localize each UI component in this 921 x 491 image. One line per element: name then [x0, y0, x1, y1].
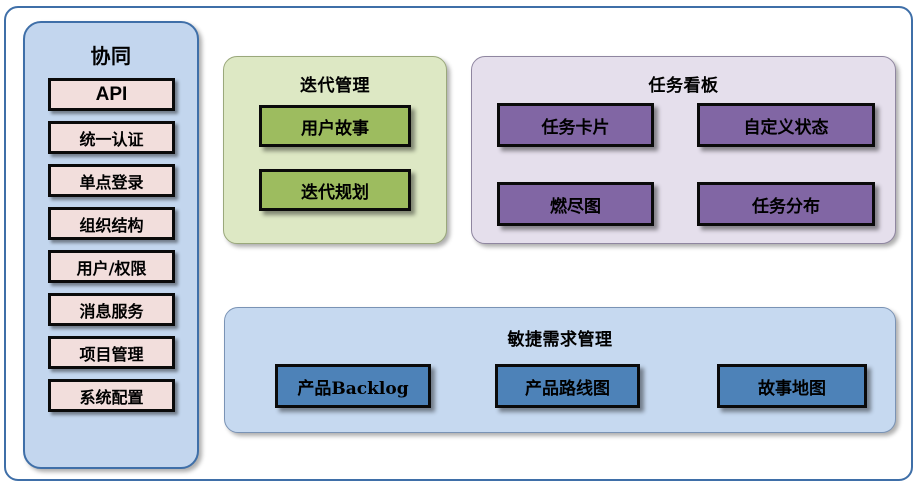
- sidebar-item-org-structure[interactable]: 组织结构: [48, 207, 175, 240]
- sidebar-title: 协同: [90, 46, 132, 68]
- sidebar-item-system-config[interactable]: 系统配置: [48, 379, 175, 412]
- iteration-management-panel: 迭代管理 用户故事 迭代规划: [223, 56, 447, 244]
- sidebar-item-message-service[interactable]: 消息服务: [48, 293, 175, 326]
- iteration-management-title: 迭代管理: [300, 76, 370, 95]
- iteration-item-iteration-planning[interactable]: 迭代规划: [259, 169, 411, 211]
- taskboard-item-burndown-chart[interactable]: 燃尽图: [497, 182, 654, 226]
- agile-item-story-map[interactable]: 故事地图: [717, 364, 867, 408]
- agile-requirement-management-panel: 敏捷需求管理 产品Backlog 产品路线图 故事地图: [224, 307, 896, 433]
- agile-item-product-backlog[interactable]: 产品Backlog: [275, 364, 431, 408]
- sidebar-item-unified-auth[interactable]: 统一认证: [48, 121, 175, 154]
- agile-item-product-roadmap[interactable]: 产品路线图: [495, 364, 640, 408]
- task-board-panel: 任务看板 任务卡片 自定义状态 燃尽图 任务分布: [471, 56, 896, 244]
- taskboard-item-task-card[interactable]: 任务卡片: [497, 103, 654, 147]
- sidebar-item-single-sign-on[interactable]: 单点登录: [48, 164, 175, 197]
- diagram-outer-frame: 协同 API 统一认证 单点登录 组织结构 用户/权限 消息服务 项目管理 系统…: [4, 6, 913, 481]
- sidebar-item-api[interactable]: API: [48, 78, 175, 111]
- taskboard-item-task-distribution[interactable]: 任务分布: [697, 182, 875, 226]
- taskboard-item-custom-status[interactable]: 自定义状态: [697, 103, 875, 147]
- sidebar-item-project-management[interactable]: 项目管理: [48, 336, 175, 369]
- iteration-item-user-story[interactable]: 用户故事: [259, 105, 411, 147]
- collaboration-sidebar-panel: 协同 API 统一认证 单点登录 组织结构 用户/权限 消息服务 项目管理 系统…: [23, 21, 199, 469]
- sidebar-item-user-permissions[interactable]: 用户/权限: [48, 250, 175, 283]
- task-board-title: 任务看板: [648, 76, 719, 95]
- agile-requirement-management-title: 敏捷需求管理: [507, 330, 613, 349]
